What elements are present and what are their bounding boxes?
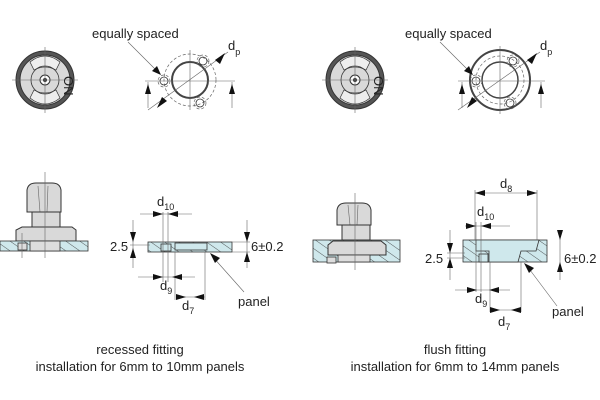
left-hole-pattern: [127, 41, 235, 111]
right-hole-pattern: [439, 41, 545, 114]
right-2-5-label: 2.5: [425, 251, 443, 266]
right-knob-side-view: [312, 193, 401, 270]
left-panel-label: panel: [238, 294, 270, 309]
right-caption-title: flush fitting: [424, 342, 486, 357]
left-d9-label: d9: [160, 278, 172, 296]
left-d10-label: d10: [157, 194, 174, 212]
right-d9-label: d9: [475, 291, 487, 309]
left-caption-range: installation for 6mm to 10mm panels: [36, 359, 245, 374]
left-dp-label: dp: [228, 38, 240, 57]
right-knob-top-view: ON: [322, 47, 388, 113]
left-6-tolerance-label: 6±0.2: [251, 239, 283, 254]
right-dp-label: dp: [540, 38, 552, 57]
right-equally-spaced-label: equally spaced: [405, 26, 492, 41]
left-equally-spaced-label: equally spaced: [92, 26, 179, 41]
left-2-5-label: 2.5: [110, 239, 128, 254]
left-d7-label: d7: [182, 298, 194, 316]
right-d8-label: d8: [500, 176, 512, 194]
right-caption-range: installation for 6mm to 14mm panels: [351, 359, 560, 374]
right-panel-label: panel: [552, 304, 584, 319]
knob-on-marking: ON: [61, 76, 76, 96]
right-section-view: [447, 190, 563, 313]
right-d10-label: d10: [477, 204, 494, 222]
left-section-view: [130, 211, 250, 300]
left-knob-top-view: ON: [12, 47, 78, 113]
right-d7-label: d7: [498, 314, 510, 332]
left-knob-side-view: [0, 172, 89, 258]
knob-on-marking: ON: [371, 76, 386, 96]
right-6-tolerance-label: 6±0.2: [564, 251, 596, 266]
left-caption-title: recessed fitting: [96, 342, 183, 357]
